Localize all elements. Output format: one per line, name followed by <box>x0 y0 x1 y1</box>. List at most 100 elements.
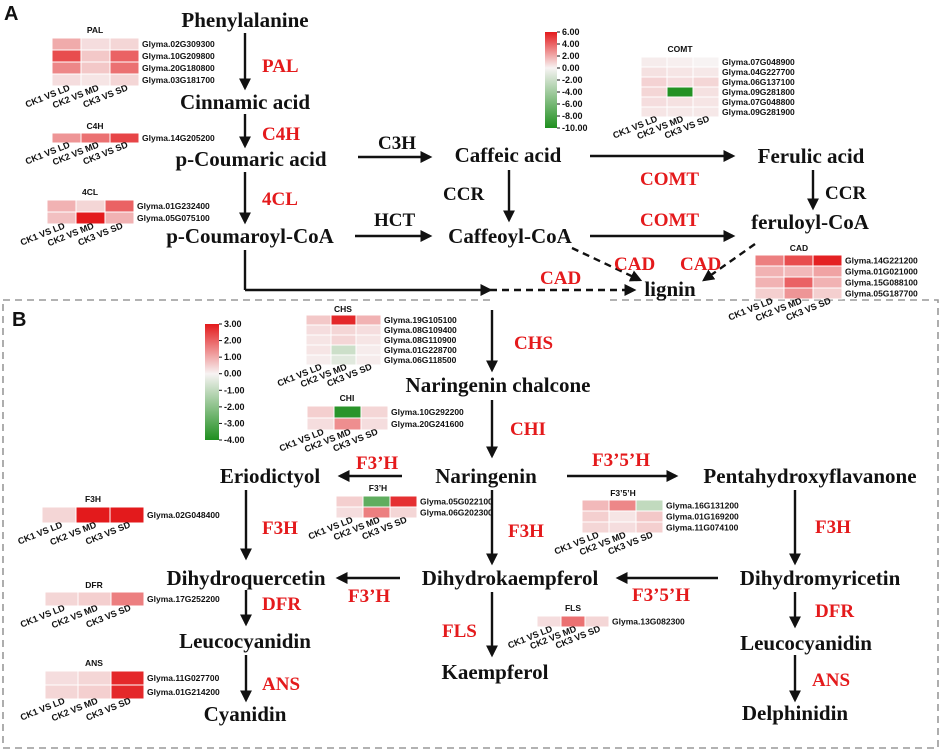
metabolite-lignin: lignin <box>644 277 696 301</box>
heatmap-cell <box>80 49 111 63</box>
gene-label: Glyma.20G241600 <box>391 419 464 429</box>
colorbar-tick-label: -1.00 <box>224 385 245 395</box>
gene-label: Glyma.01G232400 <box>137 201 210 211</box>
heatmap-cell <box>330 324 357 336</box>
heatmap-cell <box>666 66 694 78</box>
enzyme-hct: HCT <box>374 210 416 231</box>
heatmap-cell <box>640 66 668 78</box>
enzyme-f3ph-left: F3’H <box>356 453 398 474</box>
gene-label: Glyma.09G281800 <box>722 87 795 97</box>
heatmap-cell <box>812 254 843 267</box>
metabolite-delphinidin: Delphinidin <box>742 701 849 725</box>
heatmap-cell <box>335 495 364 508</box>
colorbar-tick-label: -10.00 <box>562 123 588 133</box>
heatmap-cell <box>754 265 785 278</box>
metabolite-caffeic-acid: Caffeic acid <box>455 143 562 167</box>
colorbar-tick-label: 0.00 <box>224 369 242 379</box>
gene-label: Glyma.01G021000 <box>845 267 918 277</box>
heatmap-cell <box>355 344 382 356</box>
metabolites: Phenylalanine Cinnamic acid p-Coumaric a… <box>166 8 916 726</box>
metabolite-cinnamic-acid: Cinnamic acid <box>180 90 310 114</box>
gene-label: Glyma.05G075100 <box>137 213 210 223</box>
gene-label: Glyma.19G105100 <box>384 315 457 325</box>
enzyme-4cl: 4CL <box>262 189 298 210</box>
gene-label: Glyma.02G048400 <box>147 510 220 520</box>
heatmap-cell <box>110 684 145 700</box>
heatmap-cell <box>51 49 82 63</box>
arrow-cafcoa-lignin <box>571 246 643 282</box>
heatmap-cell <box>355 314 382 326</box>
heatmap-cell <box>305 344 332 356</box>
heatmap-cell <box>80 61 111 75</box>
enzyme-dfr-left: DFR <box>262 594 301 615</box>
heatmap-title: CHS <box>334 304 352 314</box>
enzyme-dfr-right: DFR <box>815 601 854 622</box>
gene-label: Glyma.04G227700 <box>722 67 795 77</box>
arrow-fercoa-lignin <box>702 243 756 282</box>
heatmap-title: DFR <box>85 580 102 590</box>
metabolite-kaempferol: Kaempferol <box>442 660 549 684</box>
heatmap-cell <box>306 405 335 419</box>
colorbar-tick-label: -6.00 <box>562 99 583 109</box>
heatmap-title: F3’5’H <box>610 488 636 498</box>
enzyme-f35h-top: F3’5’H <box>592 450 650 471</box>
heatmap-cell <box>46 199 77 213</box>
metabolite-feruloyl-coa: feruloyl-CoA <box>751 210 870 234</box>
heatmap-cell <box>51 61 82 75</box>
heatmap-comt: COMTGlyma.07G048900Glyma.04G227700Glyma.… <box>611 44 795 141</box>
heatmap-cell <box>692 76 720 88</box>
heatmap-cell <box>109 73 140 87</box>
heatmap-cell <box>305 334 332 346</box>
heatmap-cell <box>305 324 332 336</box>
heatmap-cell <box>666 76 694 88</box>
heatmap-cell <box>355 324 382 336</box>
gene-label: Glyma.11G027700 <box>147 673 220 683</box>
colorbar-tick-label: 3.00 <box>224 319 242 329</box>
gene-label: Glyma.13G082300 <box>612 617 685 627</box>
metabolite-p-coumaroyl-coa: p-Coumaroyl-CoA <box>166 224 334 248</box>
heatmap-cell <box>783 265 814 278</box>
heatmap-cell <box>635 510 664 523</box>
metabolite-naringenin-chalcone: Naringenin chalcone <box>406 373 591 397</box>
gene-label: Glyma.14G205200 <box>142 133 215 143</box>
gene-label: Glyma.01G228700 <box>384 345 457 355</box>
enzyme-fls: FLS <box>442 621 477 642</box>
heatmap-title: CAD <box>790 243 808 253</box>
heatmap-cell <box>109 61 140 75</box>
heatmap-cell <box>812 287 843 300</box>
heatmap-title: F3’H <box>369 483 387 493</box>
enzyme-f35h-mid: F3’5’H <box>632 585 690 606</box>
metabolite-ferulic-acid: Ferulic acid <box>758 144 865 168</box>
colorbar-tick-label: 1.00 <box>224 352 242 362</box>
heatmap-cell <box>360 417 389 431</box>
heatmap-cell <box>389 495 418 508</box>
panel-label-a: A <box>4 3 18 25</box>
gene-label: Glyma.08G110900 <box>384 335 457 345</box>
enzyme-cad-1: CAD <box>614 254 655 275</box>
colorbar-tick-label: 4.00 <box>562 39 580 49</box>
heatmap-cell <box>110 670 145 686</box>
gene-label: Glyma.06G118500 <box>384 355 457 365</box>
heatmap-cell <box>109 37 140 51</box>
colorbar-tick-label: -2.00 <box>224 402 245 412</box>
metabolite-pentahydroxyflavanone: Pentahydroxyflavanone <box>703 464 916 488</box>
metabolite-dihydroquercetin: Dihydroquercetin <box>166 566 325 590</box>
colorbar-b: 3.002.001.000.00-1.00-2.00-3.00-4.00 <box>205 319 245 445</box>
heatmap-cell <box>666 86 694 98</box>
enzyme-ans-left: ANS <box>262 674 300 695</box>
heatmap-title: 4CL <box>82 187 98 197</box>
heatmap-cell <box>104 199 135 213</box>
enzyme-comt-2: COMT <box>640 210 699 231</box>
enzyme-chi: CHI <box>510 419 546 440</box>
enzyme-ans-right: ANS <box>812 670 850 691</box>
heatmap-cad: CADGlyma.14G221200Glyma.01G021000Glyma.1… <box>727 243 918 323</box>
gene-label: Glyma.05G022100 <box>420 497 493 507</box>
heatmap-cell <box>333 405 362 419</box>
metabolite-leucocyanidin-right: Leucocyanidin <box>740 631 872 655</box>
gene-label: Glyma.08G109400 <box>384 325 457 335</box>
enzyme-pal: PAL <box>262 56 299 77</box>
panel-a-arrows <box>239 33 819 373</box>
